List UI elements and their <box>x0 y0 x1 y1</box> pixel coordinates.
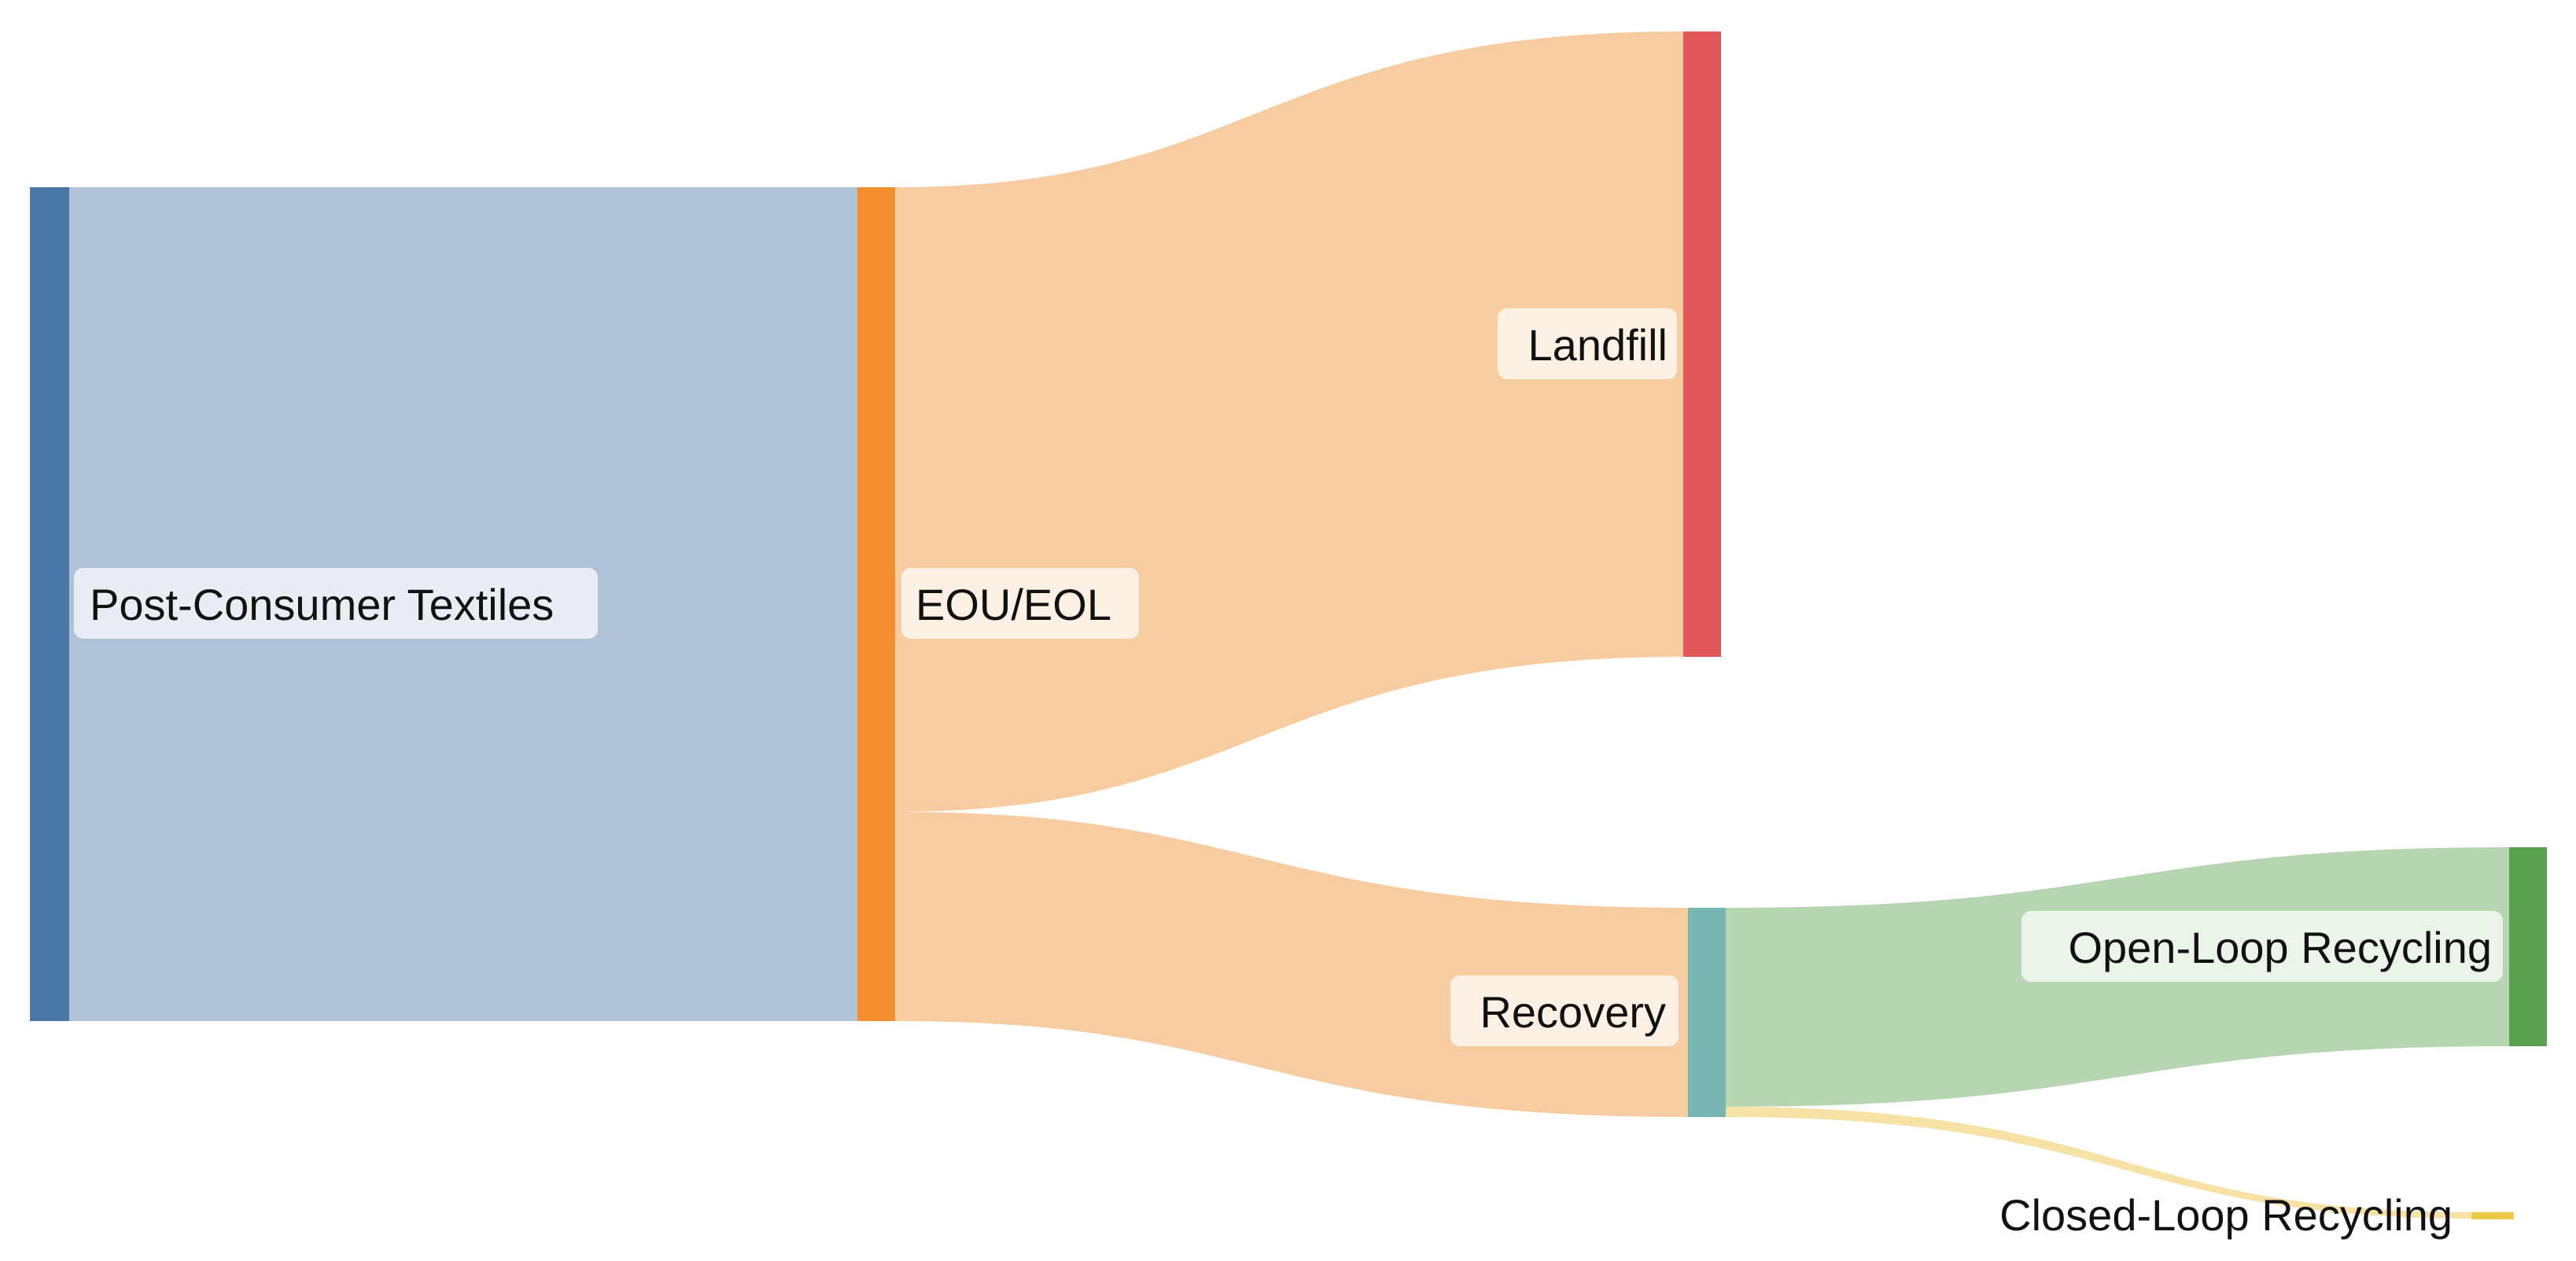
node-post-consumer-textiles <box>30 187 69 1021</box>
node-label-closed-loop-recycling: Closed-Loop Recycling <box>1999 1190 2453 1240</box>
label-bg-open-loop-recycling <box>2021 911 2503 982</box>
label-bg-landfill <box>1498 308 1677 379</box>
link-recovery-to-closed-loop-recycling <box>1726 1107 2471 1219</box>
node-label-open-loop-recycling: Open-Loop Recycling <box>2068 923 2492 972</box>
link-eou-eol-to-landfill <box>895 31 1683 812</box>
node-closed-loop-recycling <box>2471 1212 2514 1219</box>
node-label-post-consumer-textiles: Post-Consumer Textiles <box>90 580 554 629</box>
node-landfill <box>1683 31 1721 657</box>
node-eou-eol <box>857 187 895 1021</box>
label-bg-eou-eol <box>901 568 1139 639</box>
node-label-landfill: Landfill <box>1528 320 1668 370</box>
label-bg-post-consumer-textiles <box>74 568 598 639</box>
node-open-loop-recycling <box>2509 847 2547 1046</box>
node-label-eou-eol: EOU/EOL <box>916 580 1111 629</box>
link-eou-eol-to-recovery <box>895 812 1688 1117</box>
node-recovery <box>1688 908 1726 1117</box>
label-bg-recovery <box>1450 975 1679 1046</box>
node-label-recovery: Recovery <box>1480 987 1666 1037</box>
